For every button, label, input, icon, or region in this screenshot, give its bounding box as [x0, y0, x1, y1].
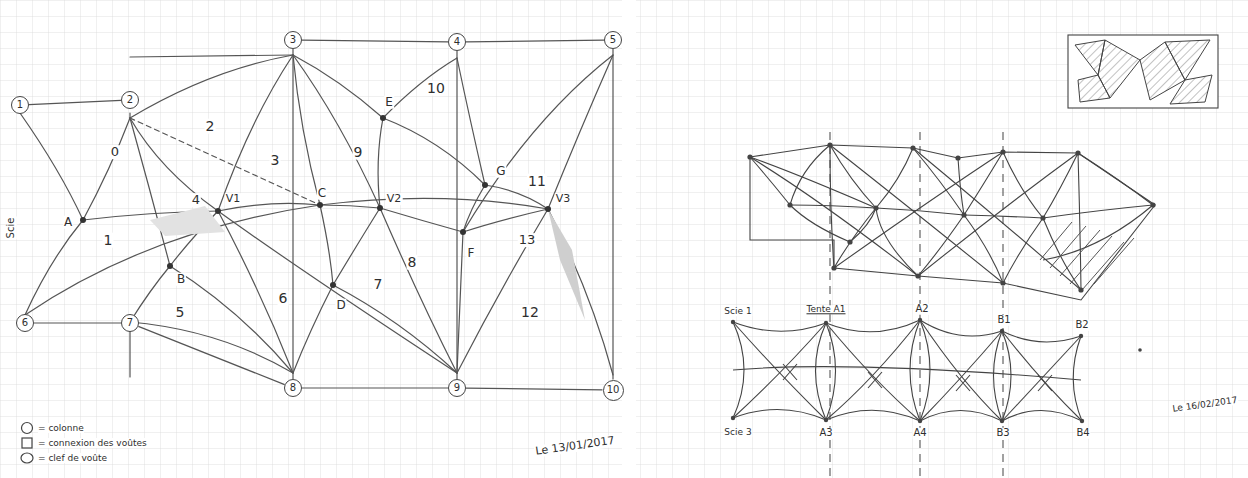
sketch-label: A: [63, 216, 73, 229]
sketch-label: 8: [407, 255, 418, 270]
sketch-label: 4: [191, 193, 201, 207]
legend-text: = colonne: [38, 423, 84, 433]
inset-sketch: [1068, 35, 1218, 108]
column-marker: 7: [121, 314, 139, 332]
sketch-label: G: [495, 165, 506, 178]
column-marker: 9: [448, 379, 466, 397]
column-marker: 1: [11, 96, 29, 114]
sketch-label: V2: [386, 193, 403, 205]
vault-points: [731, 318, 1142, 423]
column-number: 1: [17, 100, 23, 110]
sketch-label: B1: [996, 315, 1011, 326]
sketch-label: 2: [205, 119, 216, 134]
legend-row: = colonne: [20, 420, 147, 435]
sketch-label: 7: [373, 277, 384, 292]
legend-symbol: [20, 436, 34, 450]
sketch-label: B2: [1074, 320, 1089, 331]
column-number: 4: [454, 37, 460, 47]
legend: = colonne = connexion des voûtes = clef de…: [20, 420, 147, 465]
column-marker: 4: [448, 33, 466, 51]
column-number: 8: [290, 383, 296, 393]
legend-text: = connexion des voûtes: [38, 438, 147, 448]
column-number: 10: [607, 385, 620, 395]
sketch-label: A3: [818, 428, 833, 439]
column-marker: 8: [284, 379, 302, 397]
sheet-gap: [622, 0, 636, 478]
column-marker: 5: [604, 31, 622, 49]
sketch-label: B: [176, 273, 186, 286]
plan-points: [747, 142, 1155, 292]
sketch-label: 5: [175, 305, 186, 320]
vault-points: [80, 115, 551, 288]
sketch-label: D: [335, 299, 346, 312]
hatching: [1040, 222, 1134, 290]
column-number: 6: [22, 318, 28, 328]
sketch-label: E: [384, 96, 394, 109]
shaded-web: [150, 206, 225, 236]
sketch-label: V3: [555, 193, 572, 205]
frame-line: [456, 51, 457, 379]
legend-text: = clef de voûte: [38, 453, 107, 463]
frame-line: [302, 40, 448, 42]
sketch-label: C: [317, 187, 327, 200]
frame-line: [612, 49, 613, 380]
sketch-label: B3: [995, 428, 1010, 439]
legend-symbol: [20, 421, 34, 435]
column-marker: 3: [284, 31, 302, 49]
column-number: 7: [127, 318, 133, 328]
sketch-label: Le 16/02/2017: [1171, 396, 1239, 415]
column-number: 9: [454, 383, 460, 393]
vault-ribs: [20, 55, 613, 377]
sketch-label: 9: [353, 145, 364, 160]
column-number: 2: [127, 95, 133, 105]
sketch-label: 6: [278, 291, 289, 306]
vault-sketch: [733, 320, 1082, 421]
column-number: 3: [290, 35, 296, 45]
sketch-label: Scie: [6, 217, 17, 240]
plan-sketch: [750, 145, 1155, 300]
axis-lines: [830, 132, 1003, 476]
sketch-label: V1: [225, 193, 242, 205]
sketch-label: B4: [1075, 428, 1090, 439]
legend-symbol: [20, 451, 34, 465]
sketch-label: 11: [527, 174, 547, 189]
sketch-label: 3: [270, 153, 281, 168]
sketch-label: 10: [426, 81, 446, 96]
sketch-label: 12: [520, 305, 540, 320]
sketch-label: F: [467, 247, 476, 260]
frame-line: [302, 387, 448, 388]
frame-line: [466, 388, 603, 390]
legend-row: = connexion des voûtes: [20, 435, 147, 450]
frame-line: [466, 40, 604, 42]
frame-line: [138, 326, 284, 384]
sketch-label: Le 13/01/2017: [534, 435, 616, 458]
frame-line: [292, 49, 293, 379]
column-number: 5: [610, 35, 616, 45]
sketch-label: Scie 1: [723, 307, 752, 316]
sketch-label: Scie 3: [723, 428, 752, 437]
frame-line: [34, 322, 121, 323]
legend-row: = clef de voûte: [20, 450, 147, 465]
sketch-label: 1: [103, 233, 114, 248]
shaded-web: [548, 209, 585, 320]
frame-line: [29, 100, 121, 104]
sketch-label: A2: [914, 304, 929, 315]
sketch-label: Tente A1: [805, 305, 846, 314]
sketch-label: 0: [110, 145, 120, 159]
column-marker: 6: [16, 314, 34, 332]
column-marker: 10: [603, 380, 624, 401]
column-marker: 2: [121, 91, 139, 109]
sketch-label: A4: [912, 428, 927, 439]
sketch-label: 13: [518, 233, 537, 247]
